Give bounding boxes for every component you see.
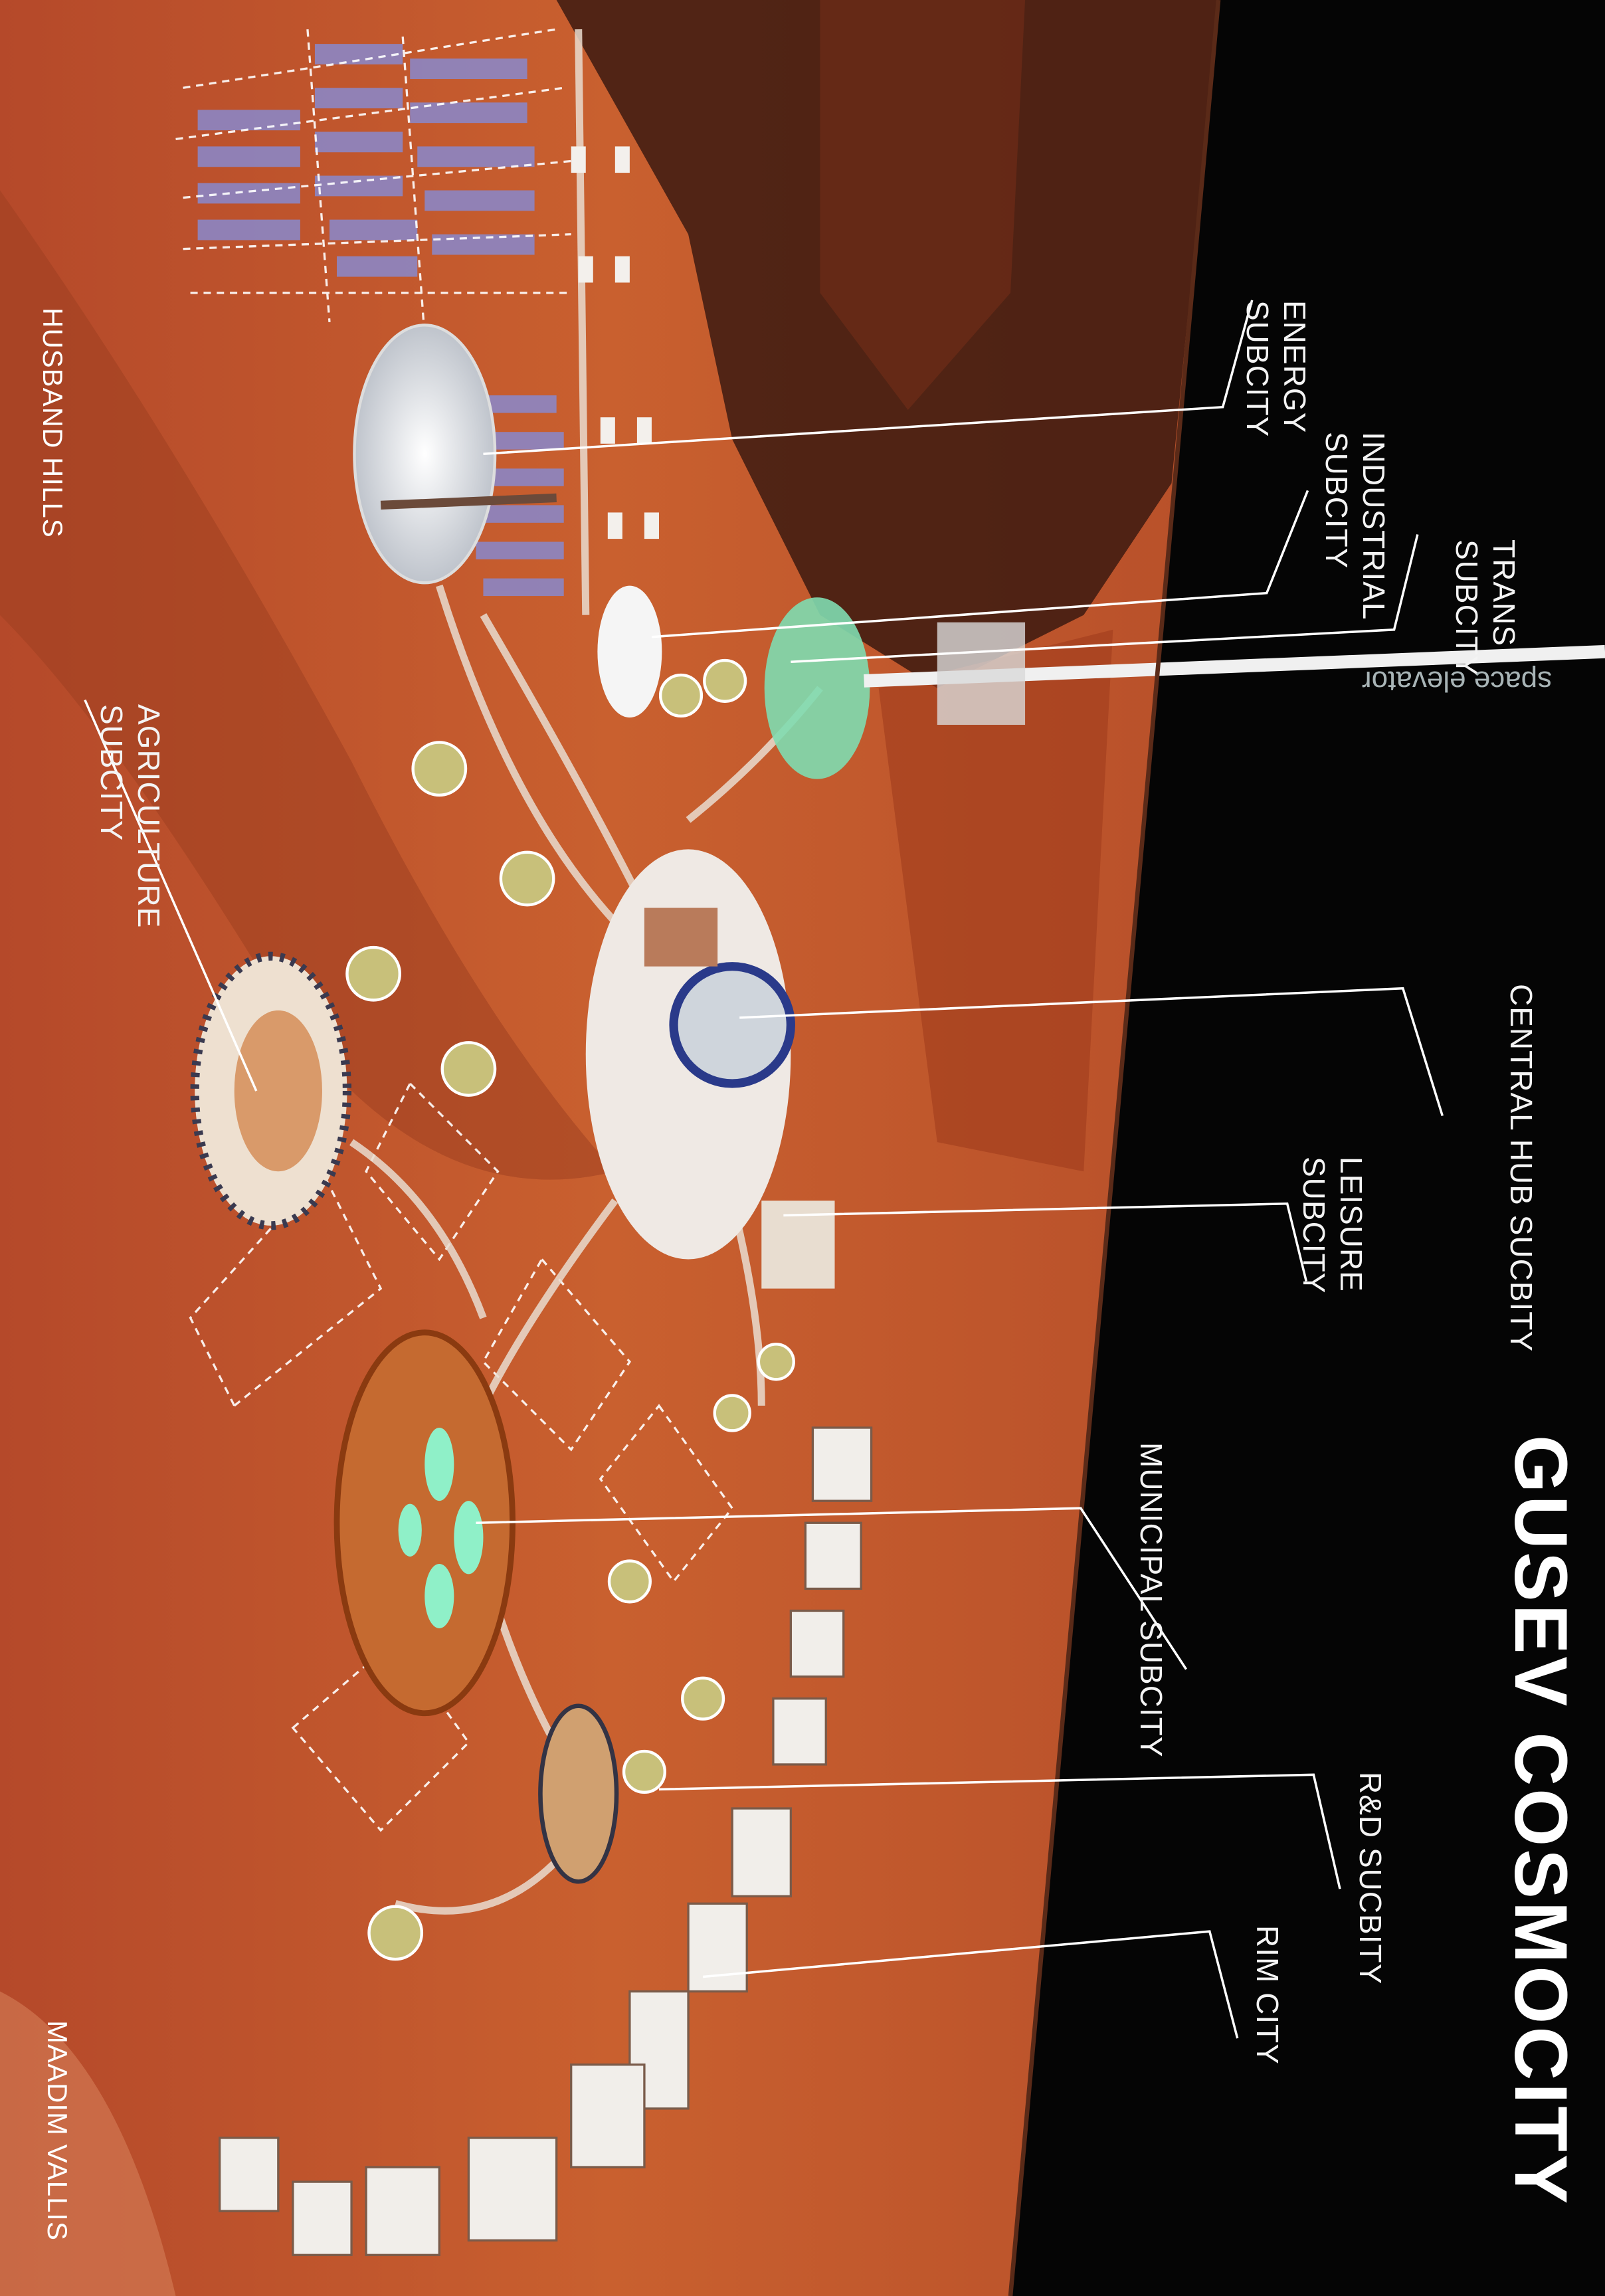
label-central-hub-subcity: CENTRAL HUB SUCBITY: [1504, 984, 1539, 1353]
rnd-dome: [538, 1703, 619, 1884]
rim-city-buildings: [219, 1426, 873, 2256]
label-rim-city: RIM CITY: [1250, 1925, 1285, 2065]
label-municipal-subcity: MUNICIPAL SUBCITY: [1134, 1442, 1169, 1758]
label-line: SUBCITY: [1450, 539, 1484, 677]
green-pods: [345, 658, 795, 1961]
label-maadim-vallis: MAADIM VALLIS: [42, 2020, 73, 2241]
leader-lines: [84, 300, 1444, 2039]
label-line: SUBCITY: [94, 704, 129, 842]
label-line: AGRICULTURE: [132, 704, 166, 929]
label-rnd-subcity: R&D SUCBITY: [1353, 1772, 1388, 1985]
page-title: GUSEV COSMOCITY: [1499, 1435, 1582, 2207]
trans-dome: [764, 597, 870, 779]
label-line: SUBCITY: [1319, 432, 1354, 569]
label-line: LEISURE: [1334, 1157, 1369, 1292]
label-space-elevator: space elevator: [1362, 665, 1553, 698]
energy-dish: [353, 324, 497, 585]
label-line: ENERGY: [1277, 300, 1312, 434]
industrial-dome: [597, 585, 662, 718]
label-line: SUBCITY: [1297, 1157, 1331, 1294]
label-line: TRANS: [1487, 539, 1521, 646]
label-line: INDUSTRIAL: [1357, 432, 1391, 621]
label-husband-hills: HUSBAND HILLS: [37, 308, 68, 538]
label-line: SUBCITY: [1240, 300, 1275, 438]
